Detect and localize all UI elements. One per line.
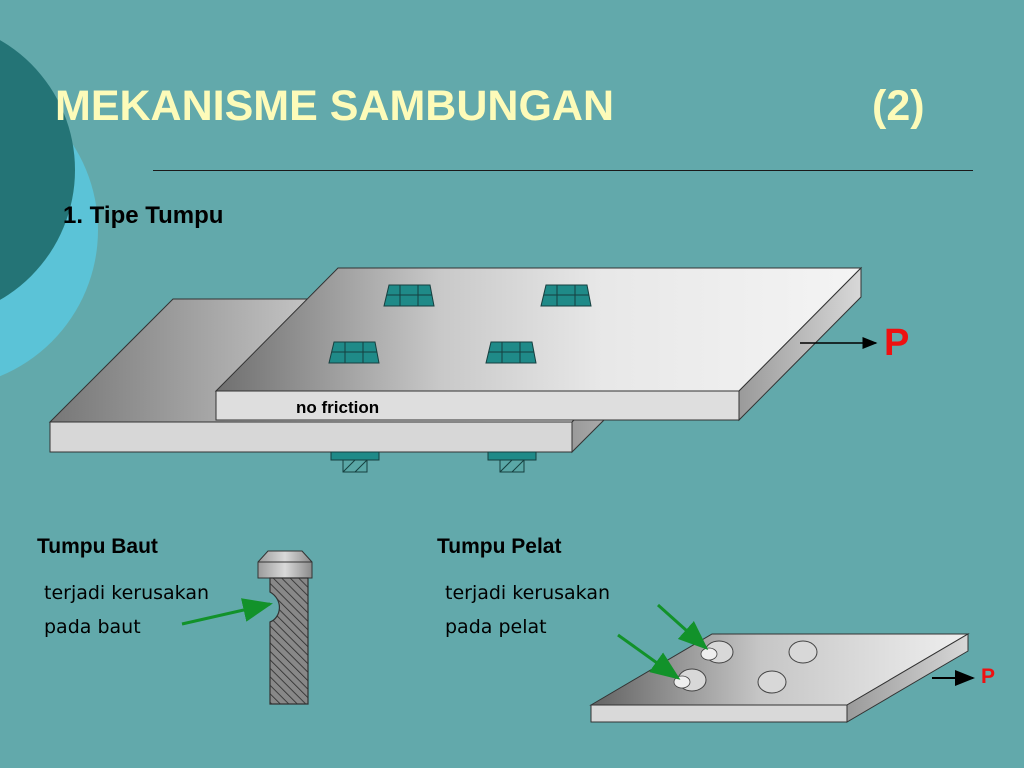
tumpu-pelat-heading: Tumpu Pelat	[437, 535, 562, 558]
title-divider	[153, 170, 973, 171]
decorative-circle-dark	[0, 40, 75, 300]
tumpu-baut-heading: Tumpu Baut	[37, 535, 158, 558]
tumpu-pelat-line2: pada pelat	[445, 616, 547, 638]
bolt-head-4	[485, 341, 537, 364]
tumpu-baut-line1: terjadi kerusakan	[44, 582, 210, 604]
bolt-nut-bottom-1	[330, 451, 380, 473]
plate-damage-arrow-2	[617, 633, 681, 680]
section-subtitle: 1. Tipe Tumpu	[63, 202, 224, 229]
force-label-small: P	[981, 665, 996, 688]
tumpu-pelat-description: terjadi kerusakan pada pelat	[445, 576, 610, 644]
no-friction-label: no friction	[296, 398, 380, 417]
bolt-head-1	[383, 284, 435, 307]
bolt-damage-arrow	[181, 598, 273, 626]
bolt-head-2	[540, 284, 592, 307]
bolt-head-3	[328, 341, 380, 364]
plate-damage-arrow-1	[656, 603, 709, 651]
bolt-nut-bottom-2	[487, 451, 537, 473]
tumpu-baut-description: terjadi kerusakan pada baut	[44, 576, 209, 644]
force-label-main: P	[884, 322, 910, 364]
tumpu-pelat-line1: terjadi kerusakan	[445, 582, 611, 604]
slide-title-number: (2)	[872, 82, 925, 130]
tumpu-baut-line2: pada baut	[44, 616, 141, 638]
damaged-bolt-illustration	[257, 550, 313, 705]
slide-title: MEKANISME SAMBUNGAN	[55, 82, 614, 130]
damaged-plate-illustration	[589, 633, 970, 723]
